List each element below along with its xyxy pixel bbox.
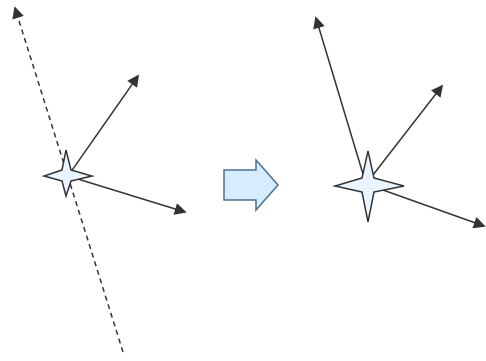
transition-arrow — [223, 158, 279, 212]
four-point-star-icon — [332, 150, 405, 223]
right-panel — [313, 16, 486, 229]
four-point-star-icon — [41, 149, 95, 199]
lower-arrow-line — [365, 183, 486, 229]
upper-arrow-line — [365, 84, 444, 185]
right-arrow-icon — [223, 158, 279, 212]
upper-arrow-line — [67, 74, 140, 177]
left-arrow-line — [313, 16, 367, 185]
left-panel — [12, 6, 187, 353]
lower-arrow-line — [67, 175, 187, 215]
